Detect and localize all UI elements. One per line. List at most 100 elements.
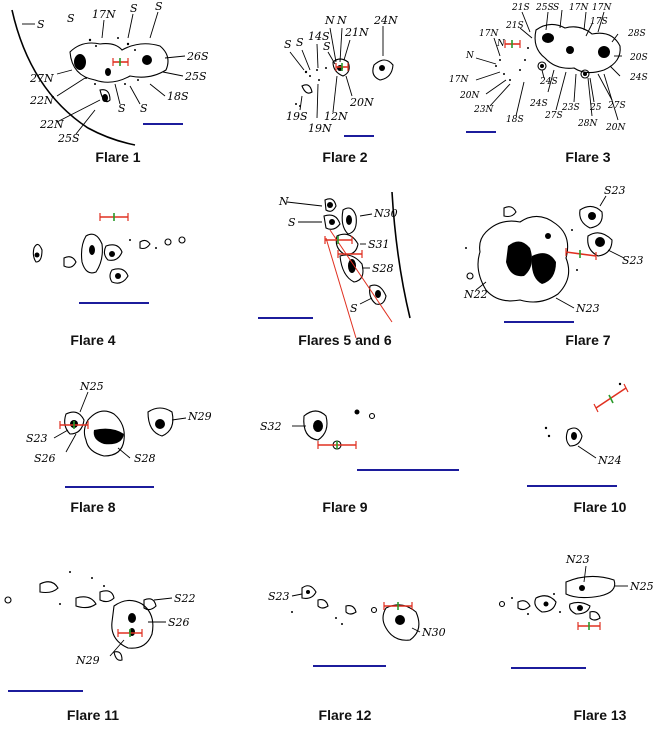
region-label: S31 [368, 238, 390, 251]
region-label: N [336, 14, 347, 27]
region-label: N29 [75, 654, 100, 667]
panel-flare-1: S 17N S S S 26S 27N 25S 22N 18S 22N S S … [11, 0, 209, 165]
panel-caption: Flare 7 [565, 332, 610, 348]
umbra [542, 33, 554, 43]
region-label: 24S [529, 99, 548, 109]
umbra [506, 241, 532, 277]
spot-outline [372, 59, 394, 81]
region-label: 27S [544, 111, 563, 121]
region-label: 19N [308, 122, 332, 135]
region-label: 17S [590, 17, 608, 27]
flare-outline [534, 23, 621, 74]
region-label: S23 [622, 254, 644, 267]
region-label: N23 [575, 302, 600, 315]
region-label: N30 [421, 626, 446, 639]
region-label: 24S [629, 73, 648, 83]
region-label: S22 [174, 592, 196, 605]
region-label: 27N [29, 72, 54, 85]
umbra [379, 65, 385, 71]
plage-outline [301, 84, 313, 94]
region-label: S [118, 102, 126, 115]
region-label: 28S [627, 29, 646, 39]
panel-caption: Flare 4 [70, 332, 115, 348]
panel-flare-10: N24 Flare 10 [527, 382, 629, 515]
flare-outline [111, 599, 154, 649]
region-label: 17N [479, 29, 499, 39]
panel-caption: Flare 10 [574, 499, 627, 515]
region-label: 21N [344, 26, 369, 39]
region-label: 20N [349, 96, 374, 109]
region-label: N25 [629, 580, 654, 593]
panel-flare-7: S23 S23 N22 N23 Flare 7 [463, 184, 644, 348]
umbra [598, 46, 610, 58]
region-label: N [324, 14, 335, 27]
region-label: 18S [167, 90, 189, 103]
panel-caption: Flare 3 [565, 149, 610, 165]
region-label: 25S [57, 132, 80, 145]
region-label: S [155, 0, 163, 13]
region-label: S23 [268, 590, 290, 603]
region-label: N22 [463, 288, 488, 301]
region-label: 17N [92, 8, 116, 21]
region-label: 21S [505, 21, 524, 31]
panel-flare-11: S22 S26 N29 Flare 11 [4, 571, 196, 723]
solar-limb [11, 9, 136, 146]
region-label: 23S [561, 103, 580, 113]
region-label: N25 [79, 380, 104, 393]
region-label: 19S [286, 110, 308, 123]
panel-flare-9: S32 Flare 9 [260, 409, 459, 515]
region-label: 27S [607, 101, 626, 111]
panel-caption: Flare 12 [319, 707, 372, 723]
panel-flare-4: Flare 4 [32, 213, 186, 348]
region-label: N30 [373, 207, 398, 220]
region-label: 12N [324, 110, 348, 123]
umbra [531, 253, 556, 284]
region-label: 22N [29, 94, 54, 107]
region-label: S [140, 102, 148, 115]
umbra [93, 428, 124, 445]
panel-flare-8: N25 N29 S23 S26 S28 Flare 8 [26, 380, 212, 515]
flare-outline [80, 233, 103, 274]
region-label: S28 [134, 452, 156, 465]
region-label: S [350, 302, 358, 315]
region-label: 22N [39, 118, 64, 131]
region-label: 18S [506, 115, 524, 125]
region-label: 14S [308, 30, 330, 43]
region-label: N [278, 195, 289, 208]
flare-outline [303, 410, 328, 441]
panel-flare-2: N N 24N S S 14S 21N S 12N 20N 19S 19N Fl… [284, 14, 398, 165]
flare-outline [477, 215, 570, 303]
region-label: S23 [604, 184, 626, 197]
panel-caption: Flare 9 [322, 499, 367, 515]
umbra [566, 46, 574, 54]
region-label: 25 [589, 103, 602, 113]
region-label: 17N [592, 3, 612, 13]
solar-limb [391, 191, 411, 319]
panel-caption: Flares 5 and 6 [298, 332, 392, 348]
region-label: 17N [569, 3, 589, 13]
panel-caption: Flare 8 [70, 499, 115, 515]
panel-flares-5-and-6: N N30 S S31 S28 S Flares 5 and 6 [258, 191, 411, 348]
region-label: 28N [577, 119, 598, 129]
region-label: N [465, 51, 475, 61]
panel-caption: Flare 1 [95, 149, 140, 165]
umbra [102, 94, 108, 102]
panel-flare-12: S23 N30 Flare 12 [268, 585, 446, 723]
flare-outline [69, 42, 169, 83]
region-label: S32 [260, 420, 282, 433]
region-label: S [130, 2, 138, 15]
region-label: 25S [535, 3, 554, 13]
region-label: N23 [565, 553, 590, 566]
plage-outline [32, 243, 43, 263]
flare-outline [83, 410, 125, 457]
flare-outline [565, 575, 616, 599]
panel-flare-13: N23 N25 Flare 13 [498, 553, 654, 723]
umbra [105, 68, 111, 76]
region-label: S [288, 216, 296, 229]
region-label: 17N [449, 75, 469, 85]
region-label: 20N [605, 123, 626, 133]
flare-outline [565, 427, 583, 447]
region-label: 26S [186, 50, 209, 63]
umbra [74, 54, 86, 70]
